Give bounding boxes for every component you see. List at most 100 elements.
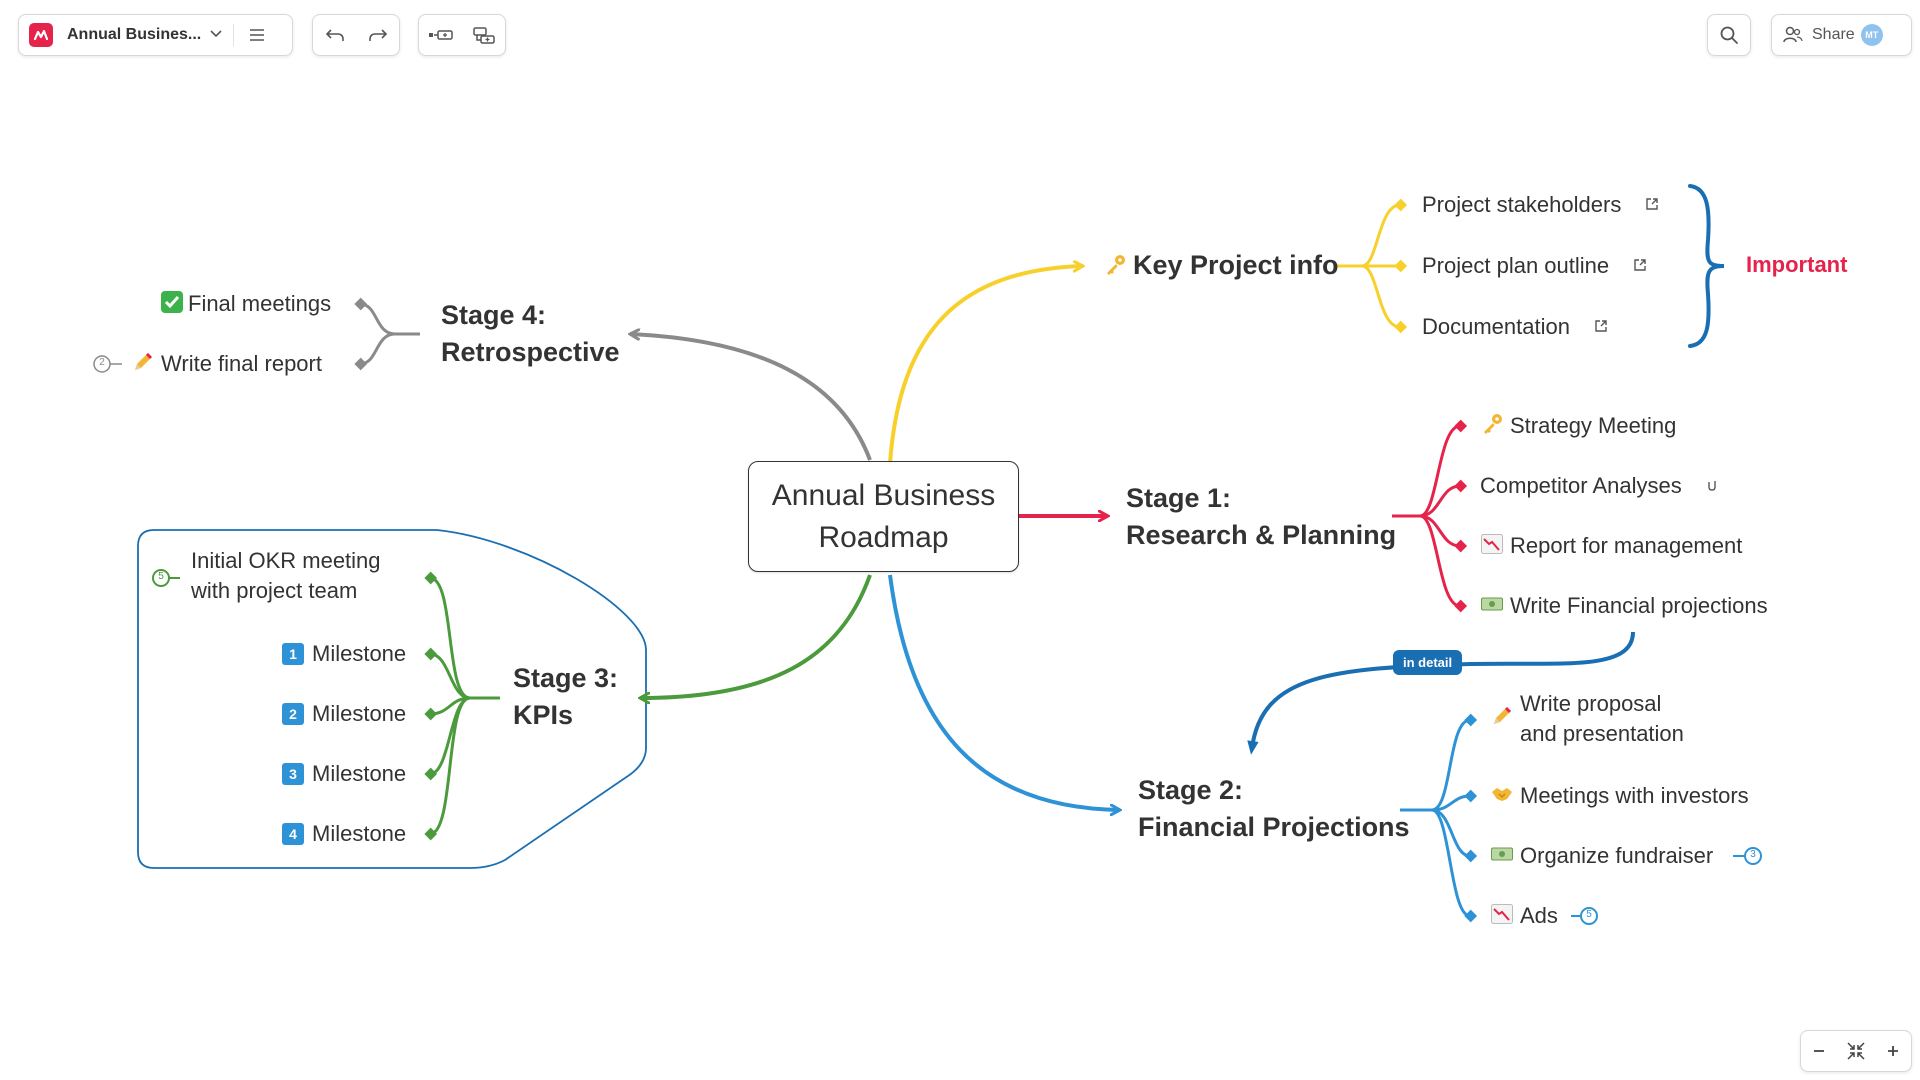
number-4-icon: 4 [282,823,304,845]
stage1-topic[interactable]: Stage 1: Research & Planning [1126,480,1396,554]
add-subtopic-button[interactable] [464,15,504,55]
stage1-item[interactable]: Competitor Analyses [1480,471,1718,501]
branch-key-info [888,266,1083,464]
search-icon [1720,26,1738,44]
milestone-label: Milestone [312,701,407,726]
key-info-nodes [1394,198,1408,334]
stage2-item[interactable]: Ads [1490,901,1558,931]
redo-button[interactable] [358,15,398,55]
stage2-item-label: Organize fundraiser [1520,843,1714,868]
stage2-item[interactable]: Meetings with investors [1490,781,1749,811]
stage1-item-label: Competitor Analyses [1480,473,1682,498]
okr-label-line1: Initial OKR meeting [191,548,381,573]
stage1-item[interactable]: Report for management [1480,531,1742,561]
share-users-icon [1783,26,1803,43]
milestone-item[interactable]: 1 Milestone [282,639,406,669]
key-info-item-label: Project stakeholders [1422,192,1622,217]
stage2-nodes [1464,713,1478,923]
summary-label-important[interactable]: Important [1746,252,1848,277]
chart-decreasing-icon [1481,534,1503,554]
toolbar-divider [233,24,235,46]
milestone-item[interactable]: 3 Milestone [282,759,406,789]
attachment-icon[interactable] [1706,476,1718,492]
number-1-icon: 1 [282,643,304,665]
stage4-nodes [354,297,368,371]
add-subtopic-icon [472,27,495,44]
number-3-icon: 3 [282,763,304,785]
history-toolbar [312,14,400,56]
branch-stage4 [630,334,872,461]
collapsed-count-badge[interactable]: 5 [158,571,164,582]
okr-label-line2: with project team [191,578,358,603]
relation-label-in-detail[interactable]: in detail [1393,650,1463,675]
central-topic-line1: Annual Business [771,478,996,512]
stage4-title-line1: Stage 4: [441,300,547,330]
external-link-icon[interactable] [1594,319,1608,333]
stage4-item[interactable]: Final meetings [160,289,331,319]
key-info-item[interactable]: Project stakeholders [1422,190,1659,220]
milestone-item[interactable]: 4 Milestone [282,819,406,849]
share-label: Share [1812,26,1855,43]
stage1-item[interactable]: Strategy Meeting [1480,411,1676,441]
stage1-item-label: Write Financial projections [1510,593,1768,618]
collapsed-count-badge[interactable]: 2 [99,357,105,368]
stage2-item-label: Ads [1520,903,1558,928]
external-link-icon[interactable] [1633,258,1647,272]
zoom-out-button[interactable] [1804,1031,1834,1071]
stage2-item-label: Meetings with investors [1520,783,1749,808]
stage4-collapse-marker[interactable] [93,355,122,373]
stage2-connectors [1400,718,1471,918]
insert-toolbar [418,14,506,56]
stage4-connectors [359,302,420,366]
stage3-item-okr[interactable]: Initial OKR meeting with project team [191,546,381,606]
share-button[interactable]: Share MT [1771,14,1912,56]
external-link-icon[interactable] [1645,197,1659,211]
stage1-item[interactable]: Write Financial projections [1480,591,1768,621]
stage4-item-label: Write final report [161,351,322,376]
hamburger-menu-button[interactable] [240,15,274,55]
milestone-label: Milestone [312,641,407,666]
stage2-collapse-markers[interactable] [1571,847,1762,925]
add-topic-icon [428,30,453,40]
central-topic-line2: Roadmap [818,520,949,554]
document-menu-button[interactable]: Annual Busines... [63,15,227,55]
key-info-item[interactable]: Project plan outline [1422,251,1647,281]
key-info-connectors [1335,203,1401,329]
milestone-label: Milestone [312,821,407,846]
stage1-nodes [1454,419,1468,613]
kpi-boundary [137,529,647,869]
avatar[interactable]: MT [1860,24,1883,46]
collapsed-count-badge[interactable]: 3 [1750,849,1756,860]
key-info-item-label: Documentation [1422,314,1570,339]
central-topic[interactable]: Annual Business Roadmap [748,461,1019,572]
mindmeister-logo-icon[interactable] [29,23,53,47]
stage2-topic[interactable]: Stage 2: Financial Projections [1138,772,1410,846]
undo-icon [325,29,344,41]
stage3-topic[interactable]: Stage 3: KPIs [513,660,618,734]
handshake-icon [1492,788,1512,801]
zoom-in-button[interactable] [1878,1031,1908,1071]
undo-button[interactable] [315,15,355,55]
stage3-collapse-marker[interactable] [152,569,180,587]
fit-to-screen-button[interactable] [1841,1031,1871,1071]
add-sibling-topic-button[interactable] [421,15,461,55]
collapsed-count-badge[interactable]: 5 [1586,909,1592,920]
stage2-item[interactable]: Write proposal and presentation [1490,689,1684,749]
key-info-item[interactable]: Documentation [1422,312,1608,342]
key-project-info-topic[interactable]: Key Project info [1103,247,1339,284]
stage3-nodes [424,571,438,841]
stage4-title-line2: Retrospective [441,337,620,367]
collapse-arrows-icon [1847,1042,1865,1060]
document-toolbar: Annual Busines... [18,14,293,56]
stage1-title-line2: Research & Planning [1126,520,1397,550]
search-button[interactable] [1708,15,1750,55]
stage4-item[interactable]: Write final report [131,349,322,379]
stage2-item-label-line1: Write proposal [1520,691,1662,716]
milestone-label: Milestone [312,761,407,786]
branch-stage2 [888,574,1120,810]
stage4-topic[interactable]: Stage 4: Retrospective [441,297,620,371]
stage2-item[interactable]: Organize fundraiser [1490,841,1713,871]
stage3-connectors [429,576,500,836]
